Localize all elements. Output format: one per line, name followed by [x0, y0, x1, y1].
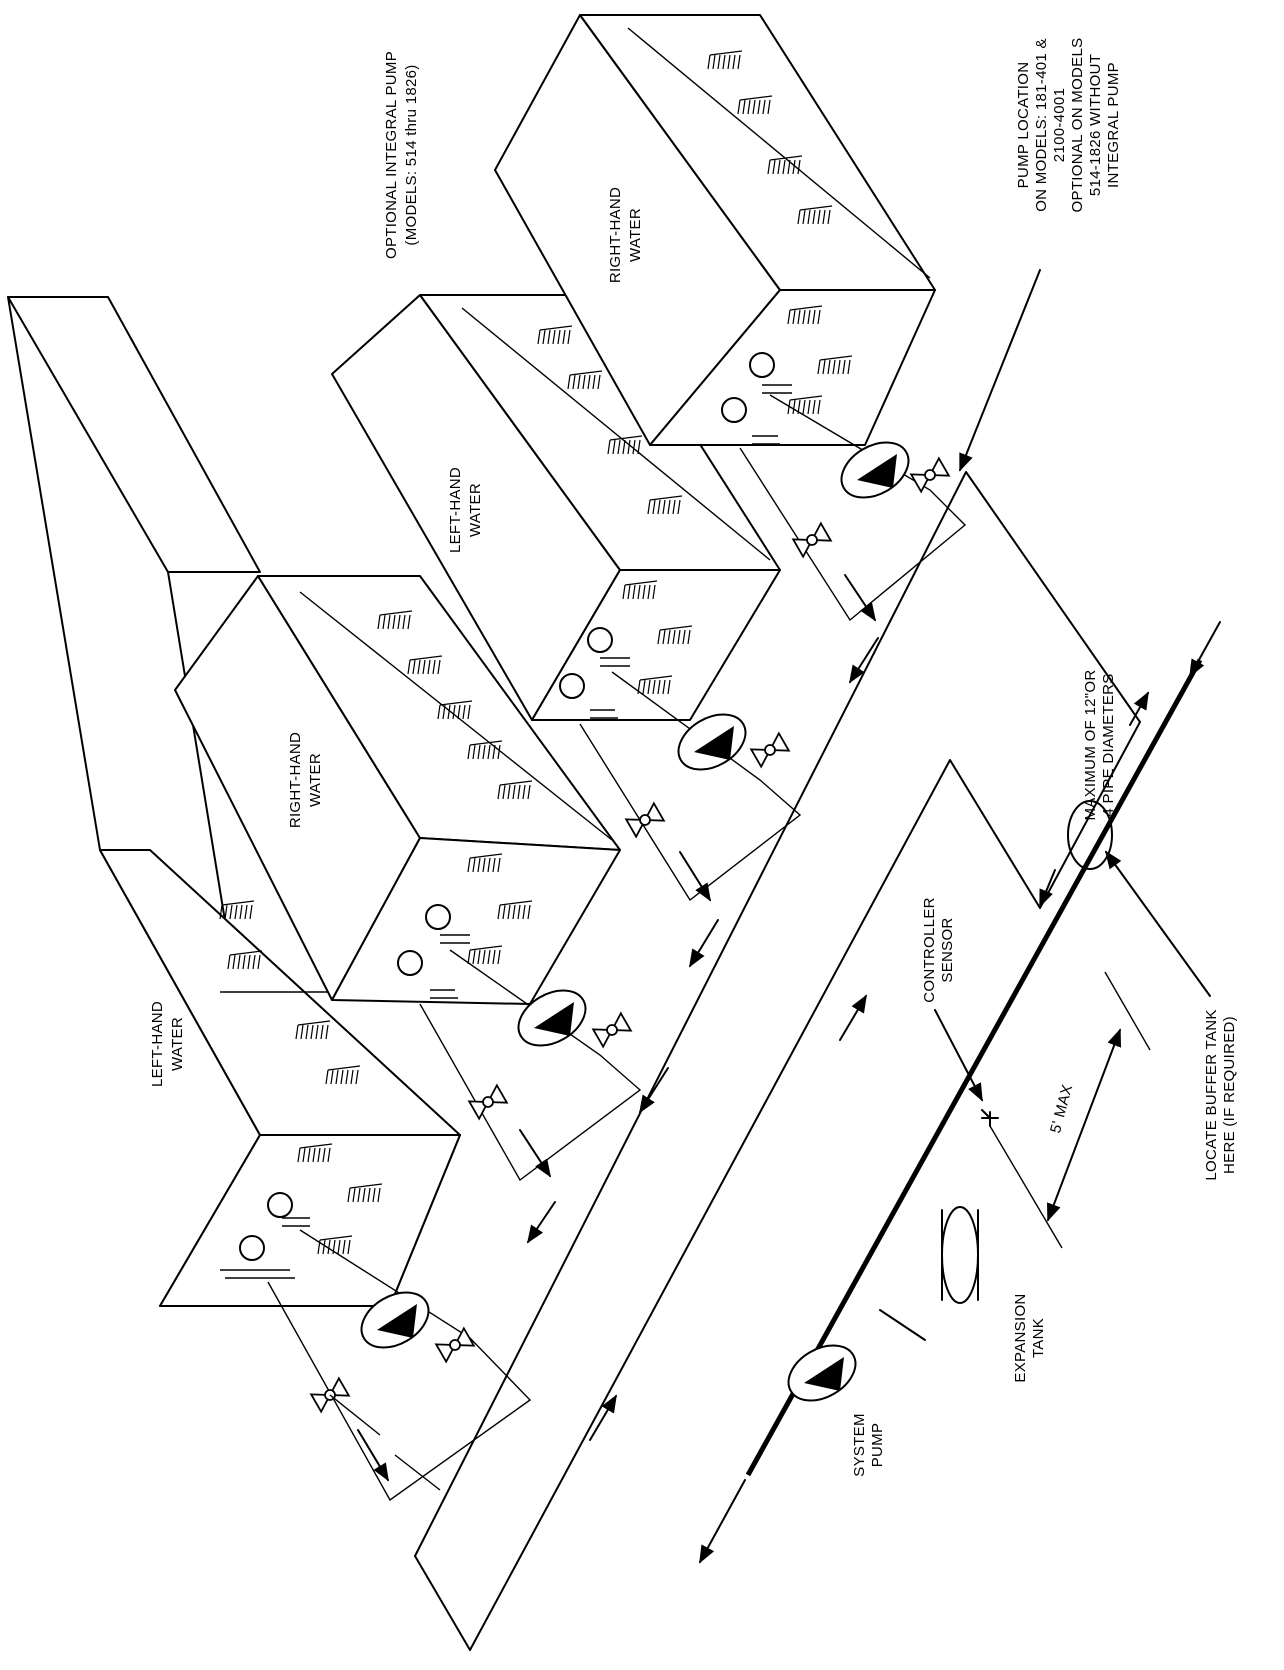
- unit-2-label-line2: WATER: [307, 753, 324, 807]
- expansion-line2: TANK: [1030, 1318, 1047, 1358]
- max-pipe-line1: MAXIMUM OF 12"OR: [1082, 670, 1099, 821]
- dimension-lines: [989, 691, 1151, 1249]
- boiler-unit-2: RIGHT-HAND WATER: [174, 575, 642, 1182]
- controller-sensor-symbol: [934, 1009, 999, 1127]
- pump-location-line5: 514-1826 WITHOUT: [1087, 54, 1104, 196]
- pump-location-line4: OPTIONAL ON MODELS: [1069, 38, 1086, 213]
- pump-location-line3: 2100-4001: [1051, 88, 1068, 162]
- system-pump-line1: SYSTEM: [851, 1413, 868, 1476]
- boiler-unit-4: RIGHT-HAND WATER: [494, 14, 967, 622]
- pump-location-callout: PUMP LOCATION ON MODELS: 181-401 & 2100-…: [1015, 38, 1122, 213]
- pump-location-leader: [959, 269, 1041, 472]
- unit-3-label-line2: WATER: [467, 483, 484, 537]
- pump-location-line1: PUMP LOCATION: [1015, 62, 1032, 189]
- buffer-tank-location: [1067, 800, 1211, 997]
- expansion-line1: EXPANSION: [1012, 1293, 1029, 1382]
- supply-return-header: [414, 471, 1141, 1651]
- unit-3-label-line1: LEFT-HAND: [447, 467, 464, 553]
- unit-1-label-line1: LEFT-HAND: [149, 1001, 166, 1087]
- pump-location-line2: ON MODELS: 181-401 &: [1033, 38, 1050, 212]
- max-pipe-diameters-callout: MAXIMUM OF 12"OR 4 PIPE DIAMETERS: [1082, 670, 1117, 821]
- system-pump-callout: SYSTEM PUMP: [851, 1413, 886, 1476]
- integral-pump-callout: OPTIONAL INTEGRAL PUMP (MODELS: 514 thru…: [383, 51, 420, 259]
- buffer-line2: HERE (IF REQUIRED): [1221, 1016, 1238, 1174]
- expansion-tank-symbol: [879, 1206, 979, 1341]
- expansion-tank-callout: EXPANSION TANK: [1012, 1293, 1047, 1382]
- boiler-unit-3: LEFT-HAND WATER: [331, 294, 802, 902]
- header-flow-arrows: [526, 637, 879, 1441]
- unit-4-label-line1: RIGHT-HAND: [607, 187, 624, 283]
- unit-4-label-line2: WATER: [627, 208, 644, 262]
- buffer-line1: LOCATE BUFFER TANK: [1203, 1009, 1220, 1180]
- integral-pump-line2: (MODELS: 514 thru 1826): [403, 64, 420, 245]
- controller-sensor-callout: CONTROLLER SENSOR: [921, 897, 956, 1003]
- system-pump-line2: PUMP: [869, 1423, 886, 1468]
- five-max-label: 5' MAX: [1047, 1083, 1076, 1135]
- max-pipe-line2: 4 PIPE DIAMETERS: [1100, 673, 1117, 816]
- controller-line2: SENSOR: [939, 917, 956, 982]
- boiler-unit-1: LEFT-HAND WATER: [7, 296, 532, 1502]
- system-main-pipe: [699, 621, 1221, 1564]
- unit-1-label-line2: WATER: [169, 1017, 186, 1071]
- pump-location-line6: INTEGRAL PUMP: [1105, 62, 1122, 188]
- integral-pump-line1: OPTIONAL INTEGRAL PUMP: [383, 51, 400, 259]
- buffer-tank-callout: LOCATE BUFFER TANK HERE (IF REQUIRED): [1203, 1009, 1238, 1180]
- unit-2-label-line1: RIGHT-HAND: [287, 732, 304, 828]
- controller-line1: CONTROLLER: [921, 897, 938, 1003]
